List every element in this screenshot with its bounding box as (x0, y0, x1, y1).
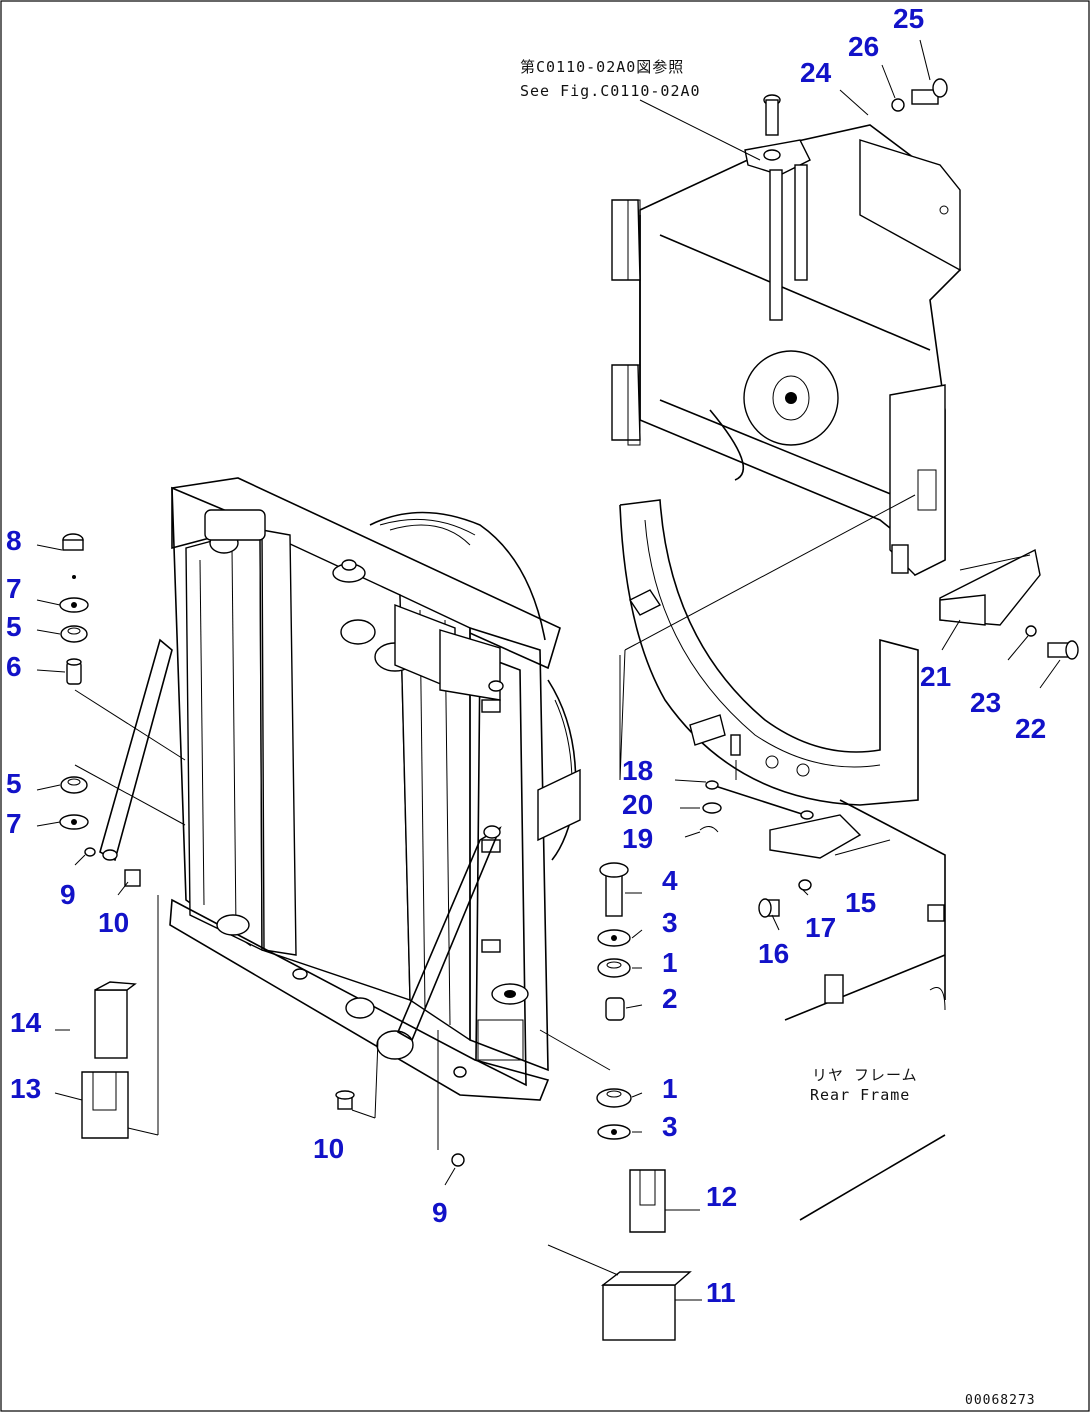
callout-16: 16 (758, 938, 789, 969)
callout-7-upper: 7 (6, 573, 22, 604)
bolts-15-17 (758, 879, 812, 918)
bolt-10-and-9-bottom (335, 1030, 465, 1167)
callout-17: 17 (805, 912, 836, 943)
callout-11: 11 (706, 1277, 736, 1308)
callout-8: 8 (6, 525, 22, 556)
rear-frame-label-ja: リヤ フレーム (812, 1066, 918, 1084)
radiator-stay-rods (99, 638, 502, 1042)
callout-23: 23 (970, 687, 1001, 718)
callout-14: 14 (10, 1007, 42, 1038)
bolts-24-25-26 (891, 78, 948, 112)
drawing-number: 00068273 (965, 1393, 1036, 1408)
left-mount-parts (59, 533, 186, 887)
callout-1-lower: 1 (662, 1073, 678, 1104)
radiator-core (169, 477, 561, 1101)
callout-15: 15 (845, 887, 876, 918)
fan-guard-frame (611, 124, 961, 577)
callout-7-lower: 7 (6, 808, 22, 839)
bolts-22-23 (1025, 625, 1079, 660)
callout-13: 13 (10, 1073, 41, 1104)
callout-5-upper: 5 (6, 611, 22, 642)
callout-4: 4 (662, 865, 678, 896)
callout-21: 21 (920, 661, 951, 692)
leader-lines (36, 39, 1061, 1301)
lower-shroud (619, 499, 919, 806)
callout-24: 24 (800, 57, 832, 88)
callout-10-left: 10 (98, 907, 129, 938)
callout-25: 25 (893, 3, 924, 34)
callout-22: 22 (1015, 713, 1046, 744)
callout-numbers: 25 26 24 8 7 5 6 5 7 9 10 14 13 10 9 21 … (6, 3, 1046, 1308)
rear-frame-label-en: Rear Frame (810, 1086, 910, 1104)
callout-2: 2 (662, 983, 678, 1014)
fig-reference-ja: 第C0110-02A0図参照 (520, 58, 684, 76)
pads-13-14 (81, 895, 159, 1139)
callout-9-left: 9 (60, 879, 76, 910)
callout-9-bottom: 9 (432, 1197, 448, 1228)
callout-20: 20 (622, 789, 653, 820)
callout-26: 26 (848, 31, 879, 62)
pads-11-12 (547, 1169, 692, 1341)
callout-3-lower: 3 (662, 1111, 678, 1142)
center-mount-parts (539, 862, 632, 1140)
callout-6: 6 (6, 651, 22, 682)
radiator-top-tank (204, 509, 504, 701)
rear-frame (769, 799, 946, 1221)
callout-5-lower: 5 (6, 768, 22, 799)
callout-10-bottom: 10 (313, 1133, 344, 1164)
callout-18: 18 (622, 755, 653, 786)
fan-behind-radiator (369, 511, 581, 861)
callout-1-upper: 1 (662, 947, 678, 978)
callout-3-upper: 3 (662, 907, 678, 938)
callout-12: 12 (706, 1181, 737, 1212)
callout-19: 19 (622, 823, 653, 854)
fig-reference-en: See Fig.C0110-02A0 (520, 82, 701, 100)
hood-bracket-right (939, 548, 1041, 626)
stay-18-19-20 (699, 734, 814, 833)
radiator-bottom-tank (216, 914, 529, 1078)
reference-notes: 第C0110-02A0図参照 See Fig.C0110-02A0 リヤ フレー… (520, 58, 1036, 1408)
mounting-bracket-top (744, 94, 811, 321)
